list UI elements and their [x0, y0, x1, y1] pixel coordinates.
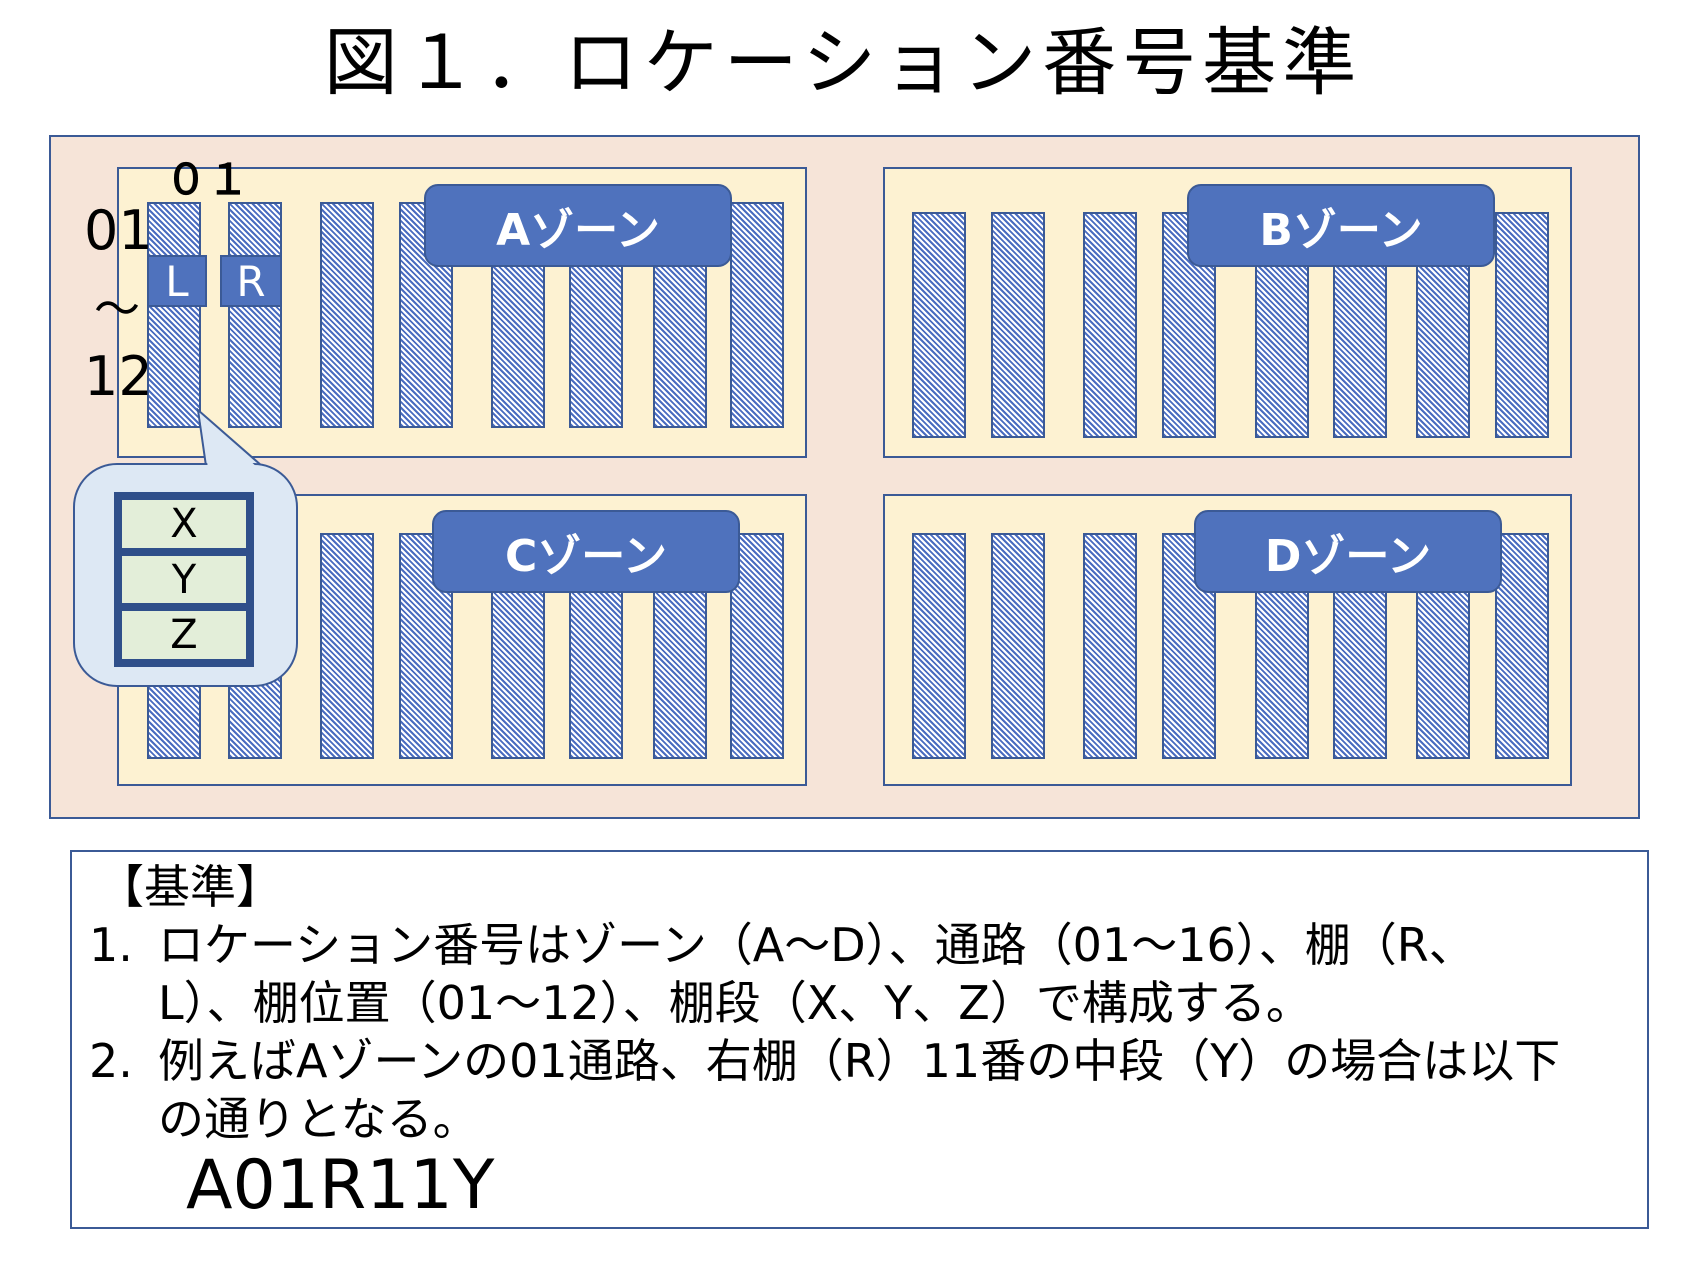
rule-1-line-2: L）、棚位置（01～12）、棚段（X、Y、Z）で構成する。 [158, 976, 1312, 1030]
aisle-number-label: ０１ [165, 155, 250, 204]
rack-d-8 [1495, 533, 1549, 759]
rule-2-number: 2. [89, 1034, 133, 1088]
rules-heading: 【基準】 [98, 860, 282, 914]
right-side-marker: R [220, 255, 282, 307]
callout-tail-cover [200, 416, 258, 468]
position-tilde: ～ [94, 282, 140, 336]
rule-1-number: 1. [89, 918, 133, 972]
rack-b-8 [1495, 212, 1549, 438]
rack-d-2 [991, 533, 1045, 759]
level-stack: X Y Z [114, 492, 254, 667]
zone-b-label: Bゾーン [1187, 184, 1495, 267]
rack-b-1 [912, 212, 966, 438]
rack-d-3 [1083, 533, 1137, 759]
rack-b-2 [991, 212, 1045, 438]
rack-a-2 [228, 202, 282, 428]
rack-a-3 [320, 202, 374, 428]
rack-a-1 [147, 202, 201, 428]
rack-b-3 [1083, 212, 1137, 438]
position-from-label: 01 [84, 199, 153, 262]
level-x: X [122, 500, 246, 548]
level-y: Y [122, 555, 246, 604]
rules-box: 【基準】 1. ロケーション番号はゾーン（A～D）、通路（01～16）、棚（R、… [70, 850, 1649, 1229]
figure-title: 図１．ロケーション番号基準 [323, 20, 1363, 106]
position-to-label: 12 [84, 345, 153, 408]
rack-a-8 [730, 202, 784, 428]
zone-a-label: Aゾーン [424, 184, 732, 267]
example-code: A01R11Y [186, 1146, 495, 1225]
left-side-marker: L [147, 255, 207, 307]
rack-c-3 [320, 533, 374, 759]
rule-2-line-2: の通りとなる。 [158, 1092, 479, 1146]
zone-c-label: Cゾーン [432, 510, 740, 593]
rack-d-1 [912, 533, 966, 759]
rule-2-line-1: 例えばAゾーンの01通路、右棚（R）11番の中段（Y）の場合は以下 [158, 1034, 1561, 1088]
level-z: Z [122, 611, 246, 660]
zone-d-label: Dゾーン [1194, 510, 1502, 593]
rule-1-line-1: ロケーション番号はゾーン（A～D）、通路（01～16）、棚（R、 [158, 918, 1475, 972]
